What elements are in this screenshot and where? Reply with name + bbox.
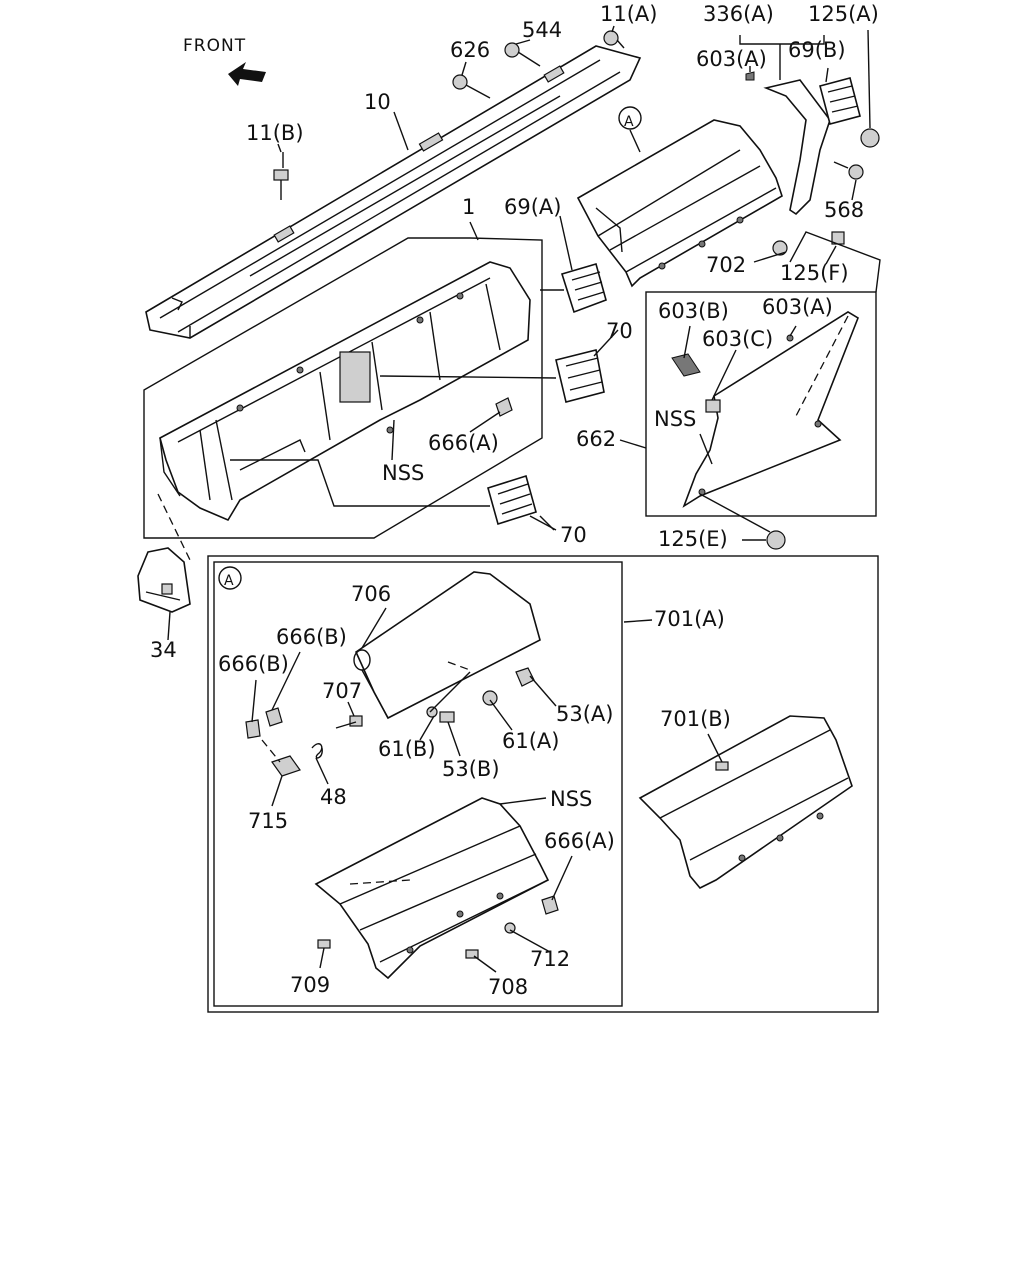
- clip-702: [753, 240, 788, 263]
- detail-box-662: [645, 291, 877, 517]
- clip-603c: [705, 399, 721, 413]
- label-125a: 125(A): [808, 2, 879, 26]
- label-544: 544: [522, 18, 562, 42]
- label-125e: 125(E): [658, 527, 728, 551]
- label-125f: 125(F): [780, 261, 849, 285]
- label-53b: 53(B): [442, 757, 500, 781]
- label-603b: 603(B): [658, 299, 729, 323]
- label-707: 707: [322, 679, 362, 703]
- glove-box-body-nss: [314, 797, 550, 980]
- section-marker-circle-upper: [618, 106, 642, 130]
- glove-box-outer-assembly: [576, 106, 783, 288]
- label-706: 706: [351, 582, 391, 606]
- label-701a: 701(A): [654, 607, 725, 631]
- label-69a: 69(A): [504, 195, 561, 219]
- label-662: 662: [576, 427, 616, 451]
- clip-626: [452, 74, 491, 99]
- label-626: 626: [450, 38, 490, 62]
- latch-715: [261, 739, 301, 777]
- label-666a-upper: 666(A): [428, 431, 499, 455]
- label-603c: 603(C): [702, 327, 773, 351]
- label-34: 34: [150, 638, 177, 662]
- clip-666a-lower: [541, 895, 559, 915]
- label-568: 568: [824, 198, 864, 222]
- front-arrow-icon: [228, 62, 266, 86]
- clip-603b: [671, 353, 701, 377]
- clip-125e: [699, 493, 786, 550]
- section-marker-upper-label: A: [624, 114, 634, 130]
- label-nss-box: NSS: [654, 407, 696, 431]
- label-712: 712: [530, 947, 570, 971]
- screw-708: [465, 949, 479, 959]
- section-marker-circle-lower: [218, 566, 242, 590]
- label-708: 708: [488, 975, 528, 999]
- part-34-end-cap: [137, 547, 191, 613]
- section-a-inner-box: [213, 561, 623, 1007]
- side-panel-336a: [739, 35, 831, 216]
- glove-box-701b: [638, 715, 853, 889]
- leader-lines: [167, 25, 857, 973]
- label-666b-1: 666(B): [218, 652, 289, 676]
- clip-666a-upper: [495, 397, 513, 417]
- label-11a: 11(A): [600, 2, 657, 26]
- label-702: 702: [706, 253, 746, 277]
- label-666a-lower: 666(A): [544, 829, 615, 853]
- label-709: 709: [290, 973, 330, 997]
- label-nss-glove: NSS: [550, 787, 592, 811]
- vent-69b: [819, 77, 861, 125]
- screw-709: [317, 939, 331, 949]
- label-53a: 53(A): [556, 702, 613, 726]
- callout-labels: 11(A) 336(A) 125(A) 544 626 603(A) 69(B)…: [150, 2, 879, 999]
- label-nss-main: NSS: [382, 461, 424, 485]
- label-1: 1: [462, 195, 475, 219]
- label-61b: 61(B): [378, 737, 436, 761]
- section-marker-lower-label: A: [224, 573, 234, 589]
- label-666b-2: 666(B): [276, 625, 347, 649]
- clip-712: [504, 922, 516, 934]
- vent-69a: [560, 263, 607, 314]
- part-662-side-trim: [682, 311, 859, 508]
- label-61a: 61(A): [502, 729, 559, 753]
- label-70-upper: 70: [606, 319, 633, 343]
- front-indicator: FRONT: [183, 36, 266, 86]
- section-a-box: [207, 555, 879, 1013]
- bolt-11b: [273, 152, 289, 200]
- label-69b: 69(B): [788, 38, 846, 62]
- clip-125a: [860, 29, 880, 148]
- clip-666b-1: [245, 719, 261, 739]
- part-10-upper-cover: [145, 45, 642, 339]
- vent-70-upper: [555, 349, 605, 403]
- front-label: FRONT: [183, 36, 246, 56]
- label-10: 10: [364, 90, 391, 114]
- label-70-lower: 70: [560, 523, 587, 547]
- screw-568: [833, 161, 864, 180]
- hinge-parts: [426, 667, 535, 723]
- bolt-11a: [603, 30, 625, 49]
- vent-70-lower: [487, 474, 537, 526]
- bolt-707: [335, 715, 363, 729]
- clip-666b-2: [265, 707, 283, 727]
- label-603a-box: 603(A): [762, 295, 833, 319]
- label-715: 715: [248, 809, 288, 833]
- part-1-instrument-panel: [143, 237, 543, 539]
- label-701b: 701(B): [660, 707, 731, 731]
- clip-544: [504, 42, 541, 67]
- label-48: 48: [320, 785, 347, 809]
- label-336a: 336(A): [703, 2, 774, 26]
- label-11b: 11(B): [246, 121, 304, 145]
- part-706-lid: [353, 571, 541, 720]
- label-603a-top: 603(A): [696, 47, 767, 71]
- spring-48: [311, 743, 323, 759]
- clip-603a-top: [745, 71, 755, 81]
